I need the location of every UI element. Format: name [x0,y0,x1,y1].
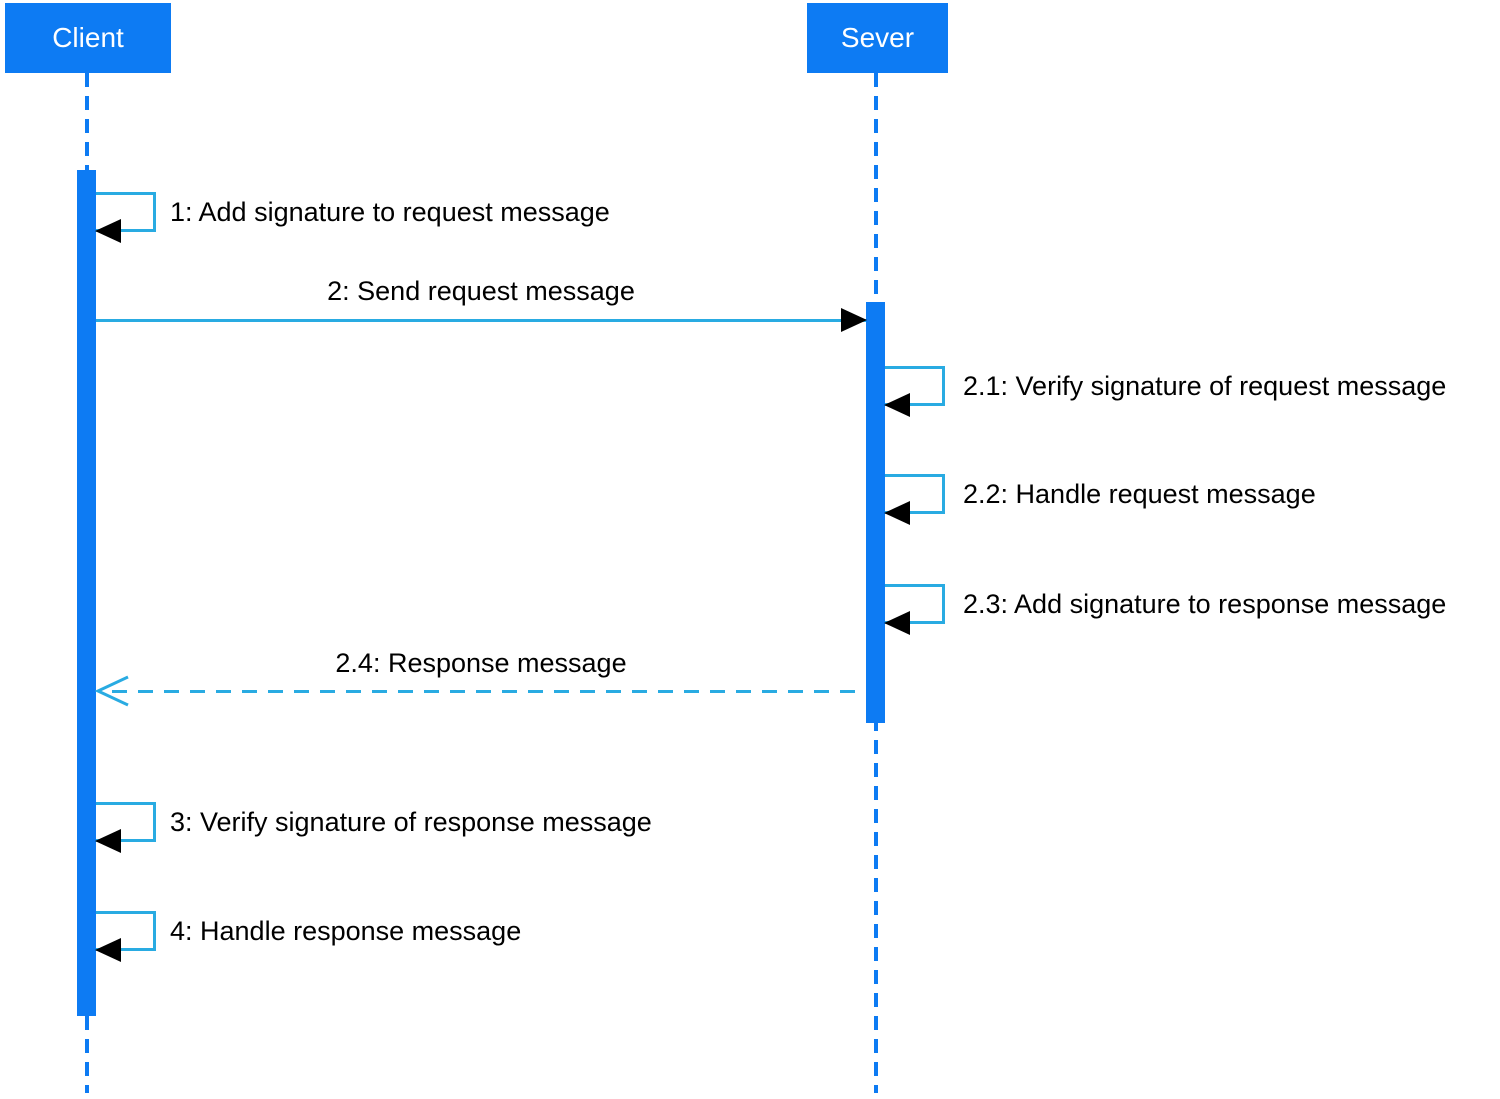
filled-arrowhead-icon [884,393,910,417]
message-label: 3: Verify signature of response message [170,807,652,837]
self-message-loop [885,584,945,624]
open-arrowhead-icon [95,675,129,707]
message-label: 2.2: Handle request message [963,479,1316,509]
self-message-loop [885,366,945,406]
actor-label-server: Sever [840,22,915,53]
filled-arrowhead-icon [95,938,121,962]
filled-arrowhead-icon [884,611,910,635]
filled-arrowhead-icon [95,829,121,853]
self-message-loop [96,802,156,842]
message-label: 2.4: Response message [335,648,627,678]
message-label: 2: Send request message [327,276,635,306]
actor-box-server: Sever [807,3,948,73]
message-line [112,690,866,693]
self-message-loop [96,911,156,951]
activation-bar-server [866,302,885,723]
actor-box-client: Client [5,3,171,73]
filled-arrowhead-icon [884,501,910,525]
actor-label-client: Client [52,22,124,53]
filled-arrowhead-icon [841,308,867,332]
self-message-loop [96,192,156,232]
message-label: 2.3: Add signature to response message [963,589,1447,619]
message-label: 4: Handle response message [170,916,522,946]
message-label: 1: Add signature to request message [170,197,610,227]
activation-bar-client [77,170,96,1016]
message-label: 2.1: Verify signature of request message [963,371,1447,401]
self-message-loop [885,474,945,514]
filled-arrowhead-icon [95,219,121,243]
message-line [96,319,866,322]
